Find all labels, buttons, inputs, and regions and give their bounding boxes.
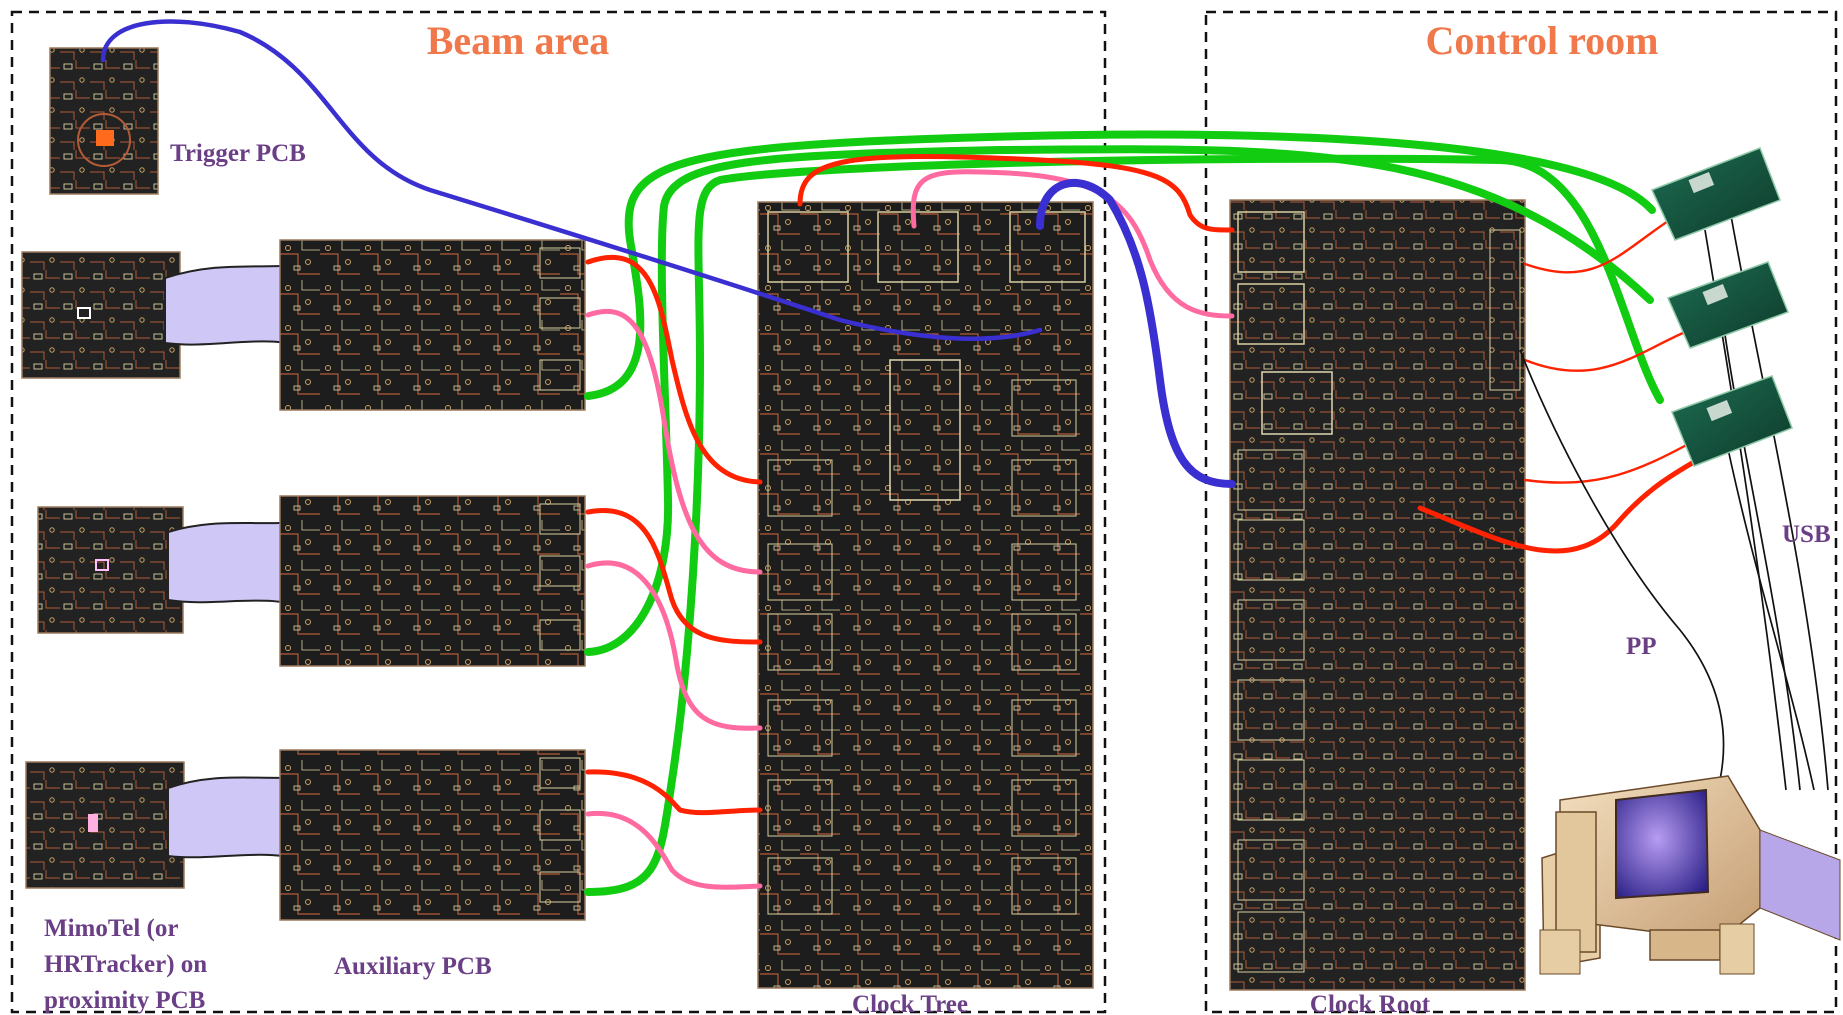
desktop-computer-icon [1539, 775, 1841, 975]
red-thin-cable-1 [1523, 210, 1684, 274]
red-cable-3 [585, 769, 763, 816]
proximity-pcb-3 [25, 761, 185, 889]
pink-cable-3 [585, 810, 763, 890]
red-cable-tree-root [797, 153, 1235, 233]
pp-label: PP [1626, 633, 1657, 660]
auxiliary-pcb-3 [279, 749, 586, 921]
red-cable-2 [585, 507, 763, 645]
auxiliary-pcb-2 [279, 495, 586, 667]
usb-label: USB [1782, 521, 1831, 548]
green-cable-3 [584, 154, 1664, 896]
usb-cable-2 [1719, 299, 1801, 791]
clock-tree-label: Clock Tree [852, 991, 968, 1015]
mimotel-label-line3: proximity PCB [44, 987, 205, 1014]
clock-root-label: Clock Root [1310, 991, 1431, 1015]
red-cable-1 [585, 254, 763, 485]
clock-root-board [1229, 199, 1526, 991]
red-thin-cable-2 [1523, 328, 1692, 372]
mimotel-label-line2: HRTracker) on [44, 951, 207, 978]
pink-cable-2 [585, 560, 763, 731]
clock-tree-board [757, 201, 1094, 989]
control-room-box [1204, 10, 1838, 1014]
daq-card-2 [1666, 261, 1789, 349]
control-room-title: Control room [1426, 18, 1659, 63]
mimotel-label-line1: MimoTel (or [44, 915, 178, 942]
pink-cable-1 [585, 308, 763, 575]
proximity-pcb-2 [37, 506, 184, 634]
blue-cable-tree-root [1036, 179, 1236, 488]
daq-card-1 [1650, 147, 1781, 241]
blue-trigger-cable [100, 19, 1043, 341]
beam-area-box [10, 10, 1107, 1014]
usb-cable-3 [1721, 419, 1815, 791]
red-cable-root-card [1417, 452, 1709, 554]
trigger-pcb-label: Trigger PCB [170, 140, 306, 167]
auxiliary-pcb-label: Auxiliary PCB [334, 953, 492, 980]
trigger-pcb [49, 47, 159, 195]
pp-cable [1519, 349, 1725, 781]
red-thin-cable-3 [1523, 438, 1698, 484]
green-cable-2 [584, 145, 1654, 656]
proximity-pcb-1 [21, 251, 181, 379]
auxiliary-pcb-1 [279, 239, 586, 411]
daq-card-3 [1671, 375, 1793, 467]
green-cable-1 [584, 130, 1656, 400]
beam-area-title: Beam area [427, 18, 610, 63]
